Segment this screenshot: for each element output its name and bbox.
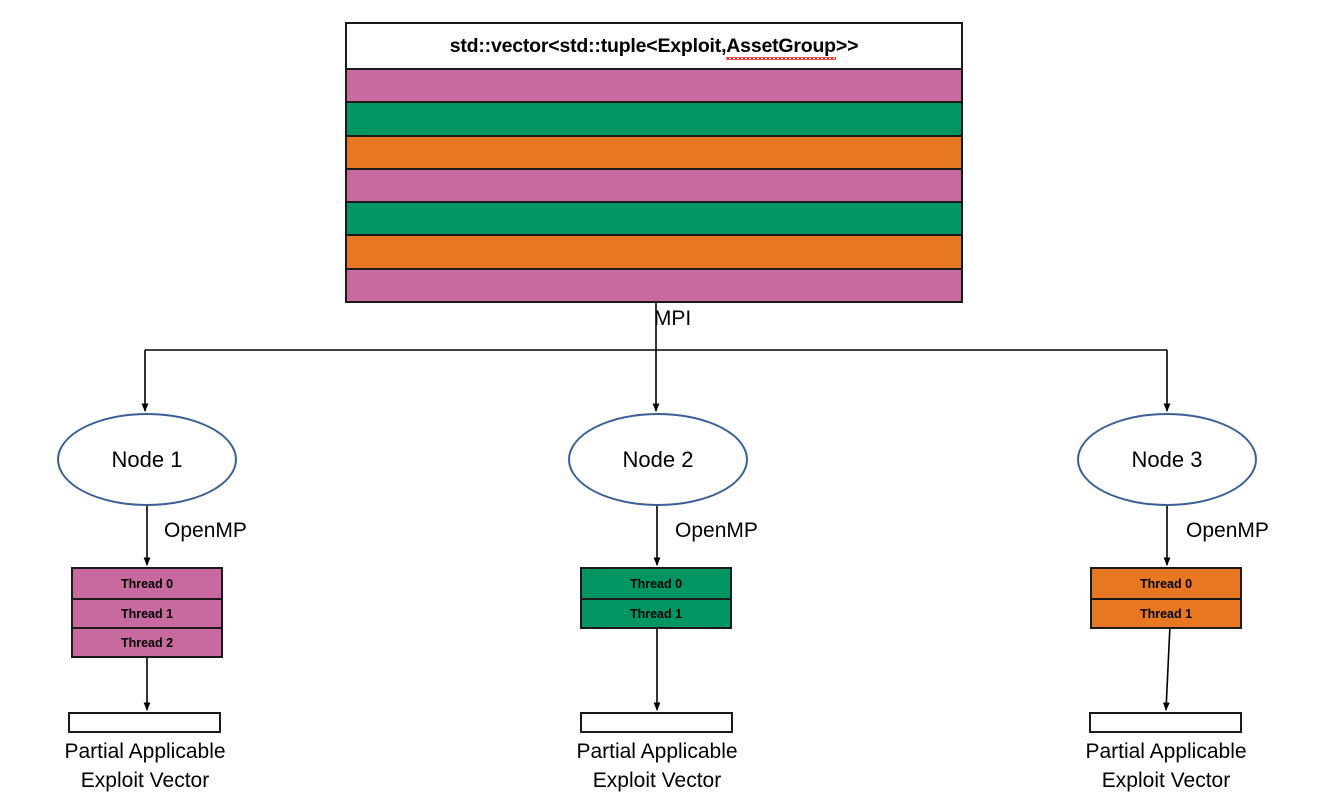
thread-row[interactable]: Thread 0	[582, 569, 730, 598]
thread-stack-node-3: Thread 0 Thread 1	[1090, 567, 1242, 629]
thread-row[interactable]: Thread 1	[582, 598, 730, 627]
vector-stripe	[347, 167, 961, 202]
openmp-label-node-1: OpenMP	[164, 519, 247, 542]
mpi-label: MPI	[0, 307, 1339, 331]
node-2-label: Node 2	[622, 446, 694, 472]
partial-vector-box-node-2	[580, 712, 733, 733]
thread-label: Thread 0	[120, 576, 174, 591]
caption-line-1: Partial Applicable	[576, 740, 738, 763]
vector-stripe	[347, 267, 961, 301]
openmp-label-node-2: OpenMP	[675, 519, 758, 542]
vector-stripe	[347, 134, 961, 168]
node-1-label: Node 1	[111, 446, 183, 472]
openmp-label-node-3: OpenMP	[1186, 519, 1269, 542]
partial-vector-caption-node-2: Partial Applicable Exploit Vector	[497, 737, 817, 795]
caption-line-2: Exploit Vector	[1101, 769, 1231, 792]
vector-type-title: std::vector<std::tuple<Exploit, AssetGro…	[347, 24, 961, 68]
caption-line-2: Exploit Vector	[592, 769, 722, 792]
vector-title-suffix: >>	[835, 34, 859, 57]
thread-label: Thread 1	[629, 606, 683, 621]
vector-title-spellcheck-term: AssetGroup	[726, 34, 836, 60]
node-3-label: Node 3	[1131, 446, 1203, 472]
thread-stack-node-1: Thread 0 Thread 1 Thread 2	[71, 567, 223, 658]
partial-vector-box-node-3	[1089, 712, 1242, 733]
vector-stripe	[347, 68, 961, 102]
caption-line-1: Partial Applicable	[64, 740, 226, 763]
thread-label: Thread 0	[1139, 576, 1193, 591]
thread-label: Thread 0	[629, 576, 683, 591]
node-1-ellipse[interactable]: Node 1	[57, 413, 237, 506]
vector-stripe	[347, 201, 961, 235]
node-2-ellipse[interactable]: Node 2	[568, 413, 748, 506]
thread-label: Thread 1	[120, 606, 174, 621]
vector-title-prefix: std::vector<std::tuple<Exploit,	[449, 34, 727, 57]
node-3-ellipse[interactable]: Node 3	[1077, 413, 1257, 506]
thread-row[interactable]: Thread 1	[73, 598, 221, 627]
vector-stripe	[347, 101, 961, 135]
exploit-vector-container: std::vector<std::tuple<Exploit, AssetGro…	[345, 22, 963, 303]
partial-vector-caption-node-1: Partial Applicable Exploit Vector	[0, 737, 305, 795]
mpi-label-text: MPI	[653, 307, 692, 330]
vector-stripe	[347, 234, 961, 268]
caption-line-2: Exploit Vector	[80, 769, 210, 792]
reduce-arrow-node-3	[1162, 624, 1171, 711]
thread-stack-node-2: Thread 0 Thread 1	[580, 567, 732, 629]
thread-row[interactable]: Thread 0	[1092, 569, 1240, 598]
partial-vector-caption-node-3: Partial Applicable Exploit Vector	[1006, 737, 1326, 795]
thread-row[interactable]: Thread 1	[1092, 598, 1240, 627]
caption-line-1: Partial Applicable	[1085, 740, 1247, 763]
thread-label: Thread 2	[120, 635, 174, 650]
thread-row[interactable]: Thread 2	[73, 627, 221, 656]
thread-label: Thread 1	[1139, 606, 1193, 621]
thread-row[interactable]: Thread 0	[73, 569, 221, 598]
partial-vector-box-node-1	[68, 712, 221, 733]
